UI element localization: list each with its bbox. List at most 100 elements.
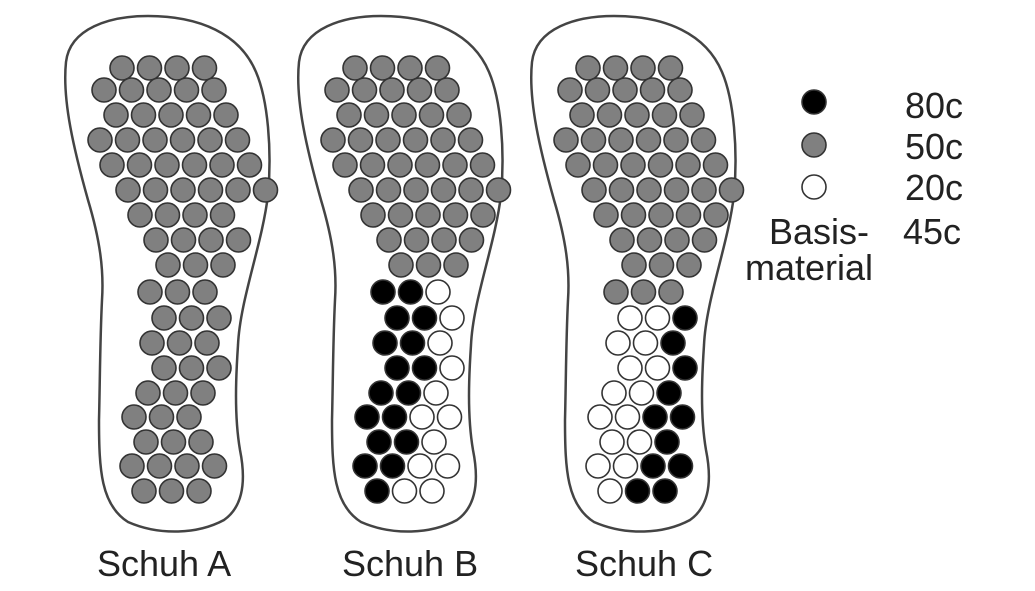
shoe-b-dot bbox=[442, 152, 468, 178]
shoe-a-dot bbox=[170, 227, 197, 253]
shoe-b-dot bbox=[443, 252, 469, 278]
shoe-b-dot bbox=[391, 102, 417, 128]
shoe-a-dot bbox=[148, 404, 175, 430]
shoe-b-dot bbox=[372, 330, 398, 356]
shoe-a-dot bbox=[126, 152, 153, 178]
shoe-a-dot bbox=[158, 478, 185, 504]
shoe-a-dot bbox=[154, 202, 181, 228]
shoe-a-dot bbox=[114, 127, 141, 153]
shoe-a-dot bbox=[213, 102, 239, 128]
legend-white-circle-icon bbox=[801, 174, 827, 200]
shoe-b-dot bbox=[381, 404, 408, 430]
shoe-a-dot bbox=[225, 227, 252, 253]
shoe-c-dot bbox=[639, 77, 666, 103]
shoe-b-dot bbox=[376, 227, 402, 253]
shoe-b-dot bbox=[402, 127, 429, 153]
shoe-a-dot bbox=[103, 102, 129, 128]
legend-base-value: 45c bbox=[903, 211, 962, 252]
shoe-dots bbox=[87, 55, 745, 504]
shoe-b-dot bbox=[434, 453, 461, 479]
shoe-c-dot bbox=[640, 453, 666, 479]
shoe-b-dot bbox=[351, 77, 378, 103]
shoe-c-dot bbox=[608, 177, 635, 203]
shoe-c-dot bbox=[658, 279, 684, 305]
shoe-c-dot bbox=[648, 252, 675, 278]
shoe-a-dot bbox=[178, 355, 205, 381]
shoe-b-dot bbox=[352, 453, 378, 479]
shoe-a-dot bbox=[151, 305, 177, 331]
shoe-b-dot bbox=[359, 152, 386, 178]
shoe-b-dot bbox=[397, 279, 424, 305]
shoe-c-dot bbox=[593, 202, 619, 228]
shoe-b-dot bbox=[430, 177, 457, 203]
shoe-c-label: Schuh C bbox=[575, 543, 714, 584]
shoe-c-dot bbox=[557, 77, 583, 103]
shoe-c-dot bbox=[652, 478, 678, 504]
shoe-b-dot bbox=[436, 404, 463, 430]
shoe-a-dot bbox=[115, 177, 141, 203]
shoe-a-dot bbox=[252, 177, 279, 203]
shoe-b-dot bbox=[419, 478, 445, 504]
shoe-a-dot bbox=[169, 127, 196, 153]
shoe-c-dot bbox=[612, 77, 638, 103]
shoe-a-dot bbox=[197, 177, 224, 203]
shoe-a-dot bbox=[99, 152, 125, 178]
shoe-b-dot bbox=[430, 127, 456, 153]
shoe-c-dot bbox=[596, 102, 623, 128]
shoe-c-dot bbox=[669, 404, 696, 430]
shoe-b-dot bbox=[415, 252, 442, 278]
shoe-b-dot bbox=[369, 55, 396, 81]
shoe-c-dot bbox=[664, 227, 690, 253]
shoe-c-dot bbox=[592, 152, 619, 178]
shoe-c-dot bbox=[630, 55, 656, 81]
shoe-a-dot bbox=[192, 279, 218, 305]
shoe-c-dot bbox=[636, 227, 663, 253]
shoe-c-dot bbox=[647, 152, 674, 178]
shoe-c-dot bbox=[624, 478, 651, 504]
shoe-b-dot bbox=[375, 127, 401, 153]
shoe-b-dot bbox=[332, 152, 358, 178]
shoe-a-dot bbox=[209, 152, 235, 178]
shoe-b-dot bbox=[411, 305, 438, 331]
shoe-c-dot bbox=[656, 380, 682, 406]
shoe-c-dot bbox=[617, 305, 643, 331]
shoe-c-dot bbox=[621, 252, 647, 278]
shoe-c-dot bbox=[657, 55, 684, 81]
shoe-c-dot bbox=[642, 404, 668, 430]
shoe-b-dot bbox=[458, 227, 485, 253]
shoe-b-dot bbox=[439, 355, 465, 381]
shoe-c-dot bbox=[614, 404, 641, 430]
shoe-c-dot bbox=[648, 202, 674, 228]
shoe-a-dot bbox=[162, 380, 189, 406]
shoe-a-dot bbox=[181, 152, 208, 178]
shoe-b-dot bbox=[446, 102, 472, 128]
shoe-a-dot bbox=[198, 227, 224, 253]
shoe-b-dot bbox=[434, 77, 460, 103]
shoe-b-dot bbox=[336, 102, 362, 128]
shoe-c-dot bbox=[718, 177, 745, 203]
shoe-b-dot bbox=[320, 127, 346, 153]
shoe-c-dot bbox=[612, 453, 639, 479]
shoe-a-dot bbox=[154, 152, 180, 178]
shoe-b-dot bbox=[406, 77, 433, 103]
shoe-a-dot bbox=[137, 279, 163, 305]
shoe-b-dot bbox=[347, 127, 374, 153]
shoe-c-dot bbox=[630, 279, 657, 305]
shoe-b-dot bbox=[387, 152, 413, 178]
shoe-b-dot bbox=[458, 177, 484, 203]
shoe-b-dot bbox=[403, 227, 430, 253]
shoe-c-dot bbox=[601, 380, 627, 406]
shoe-c-dot bbox=[581, 177, 607, 203]
shoe-c-dot bbox=[703, 202, 729, 228]
shoe-c-dot bbox=[608, 127, 634, 153]
shoe-a-dot bbox=[225, 177, 251, 203]
legend-base-label-line1: Basis- bbox=[769, 211, 870, 252]
shoe-a-dot bbox=[87, 127, 113, 153]
legend-base-label-line2: material bbox=[745, 247, 874, 288]
shoe-c-dot bbox=[654, 429, 680, 455]
shoe-a-dot bbox=[121, 404, 147, 430]
shoe-b-dot bbox=[421, 429, 447, 455]
shoe-b-dot bbox=[364, 478, 390, 504]
shoe-a-dot bbox=[151, 355, 177, 381]
